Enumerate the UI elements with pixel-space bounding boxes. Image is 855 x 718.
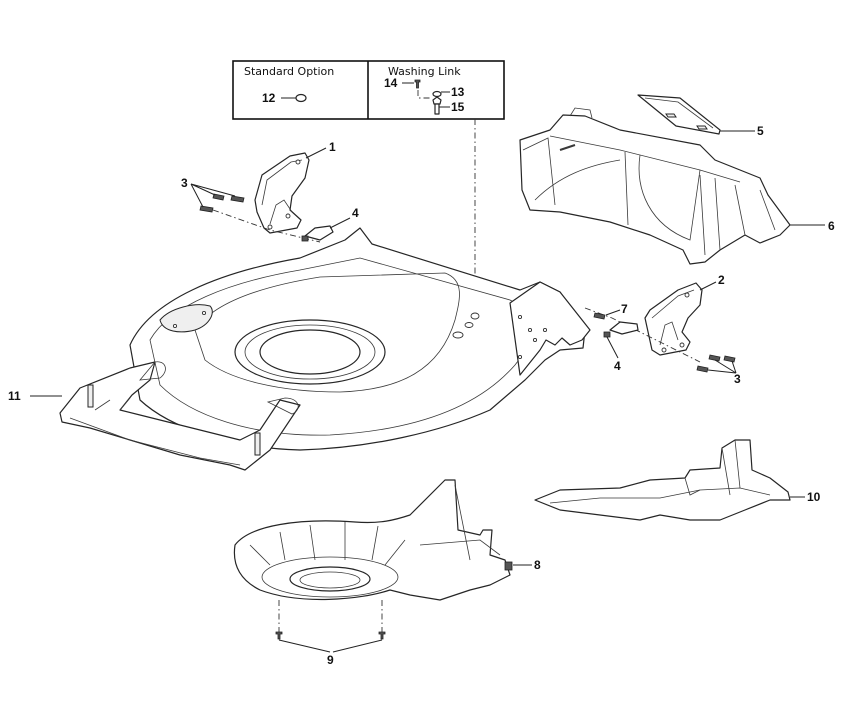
callout-6[interactable]: 6 — [828, 219, 835, 233]
callout-7[interactable]: 7 — [621, 302, 628, 316]
callout-15[interactable]: 15 — [451, 100, 465, 114]
callout-10[interactable]: 10 — [807, 490, 821, 504]
callout-11[interactable]: 11 — [8, 389, 21, 403]
callout-12[interactable]: 12 — [262, 91, 276, 105]
left-handle-bracket[interactable] — [254, 152, 310, 234]
nozzle-nut-icon — [432, 90, 442, 98]
nozzle-stem-icon — [434, 103, 440, 115]
callout-3-left[interactable]: 3 — [181, 176, 188, 190]
deflector-screws[interactable] — [275, 631, 386, 640]
callout-9[interactable]: 9 — [327, 653, 334, 667]
callout-13[interactable]: 13 — [451, 85, 465, 99]
right-handle-bracket[interactable] — [644, 282, 703, 356]
grass-bag-lid[interactable] — [637, 94, 721, 135]
option-box: Standard Option Washing Link 12 14 13 15 — [232, 60, 505, 120]
callout-8[interactable]: 8 — [534, 558, 541, 572]
washing-link-title: Washing Link — [388, 65, 461, 78]
blade-deflector[interactable] — [233, 479, 513, 601]
rear-discharge-chute[interactable] — [519, 107, 791, 265]
clip-right[interactable] — [603, 321, 639, 338]
clip-left[interactable] — [301, 225, 334, 242]
callout-4-left[interactable]: 4 — [352, 206, 359, 220]
plug-cap-icon — [295, 93, 307, 103]
nozzle-body-icon — [432, 96, 442, 105]
bracket-bolts-left[interactable] — [199, 193, 245, 213]
standard-option-title: Standard Option — [244, 65, 334, 78]
mower-deck[interactable] — [59, 227, 591, 471]
bracket-bolts-right[interactable] — [696, 354, 736, 373]
mulching-plug[interactable] — [534, 439, 791, 521]
callout-3-right[interactable]: 3 — [734, 372, 741, 386]
screw-7[interactable] — [593, 312, 606, 320]
callout-1[interactable]: 1 — [329, 140, 336, 154]
washing-screw-icon — [414, 79, 421, 89]
callout-4-right[interactable]: 4 — [614, 359, 621, 373]
callout-5[interactable]: 5 — [757, 124, 764, 138]
callout-2[interactable]: 2 — [718, 273, 725, 287]
fastener-8-icon — [504, 561, 513, 571]
callout-14[interactable]: 14 — [384, 76, 398, 90]
